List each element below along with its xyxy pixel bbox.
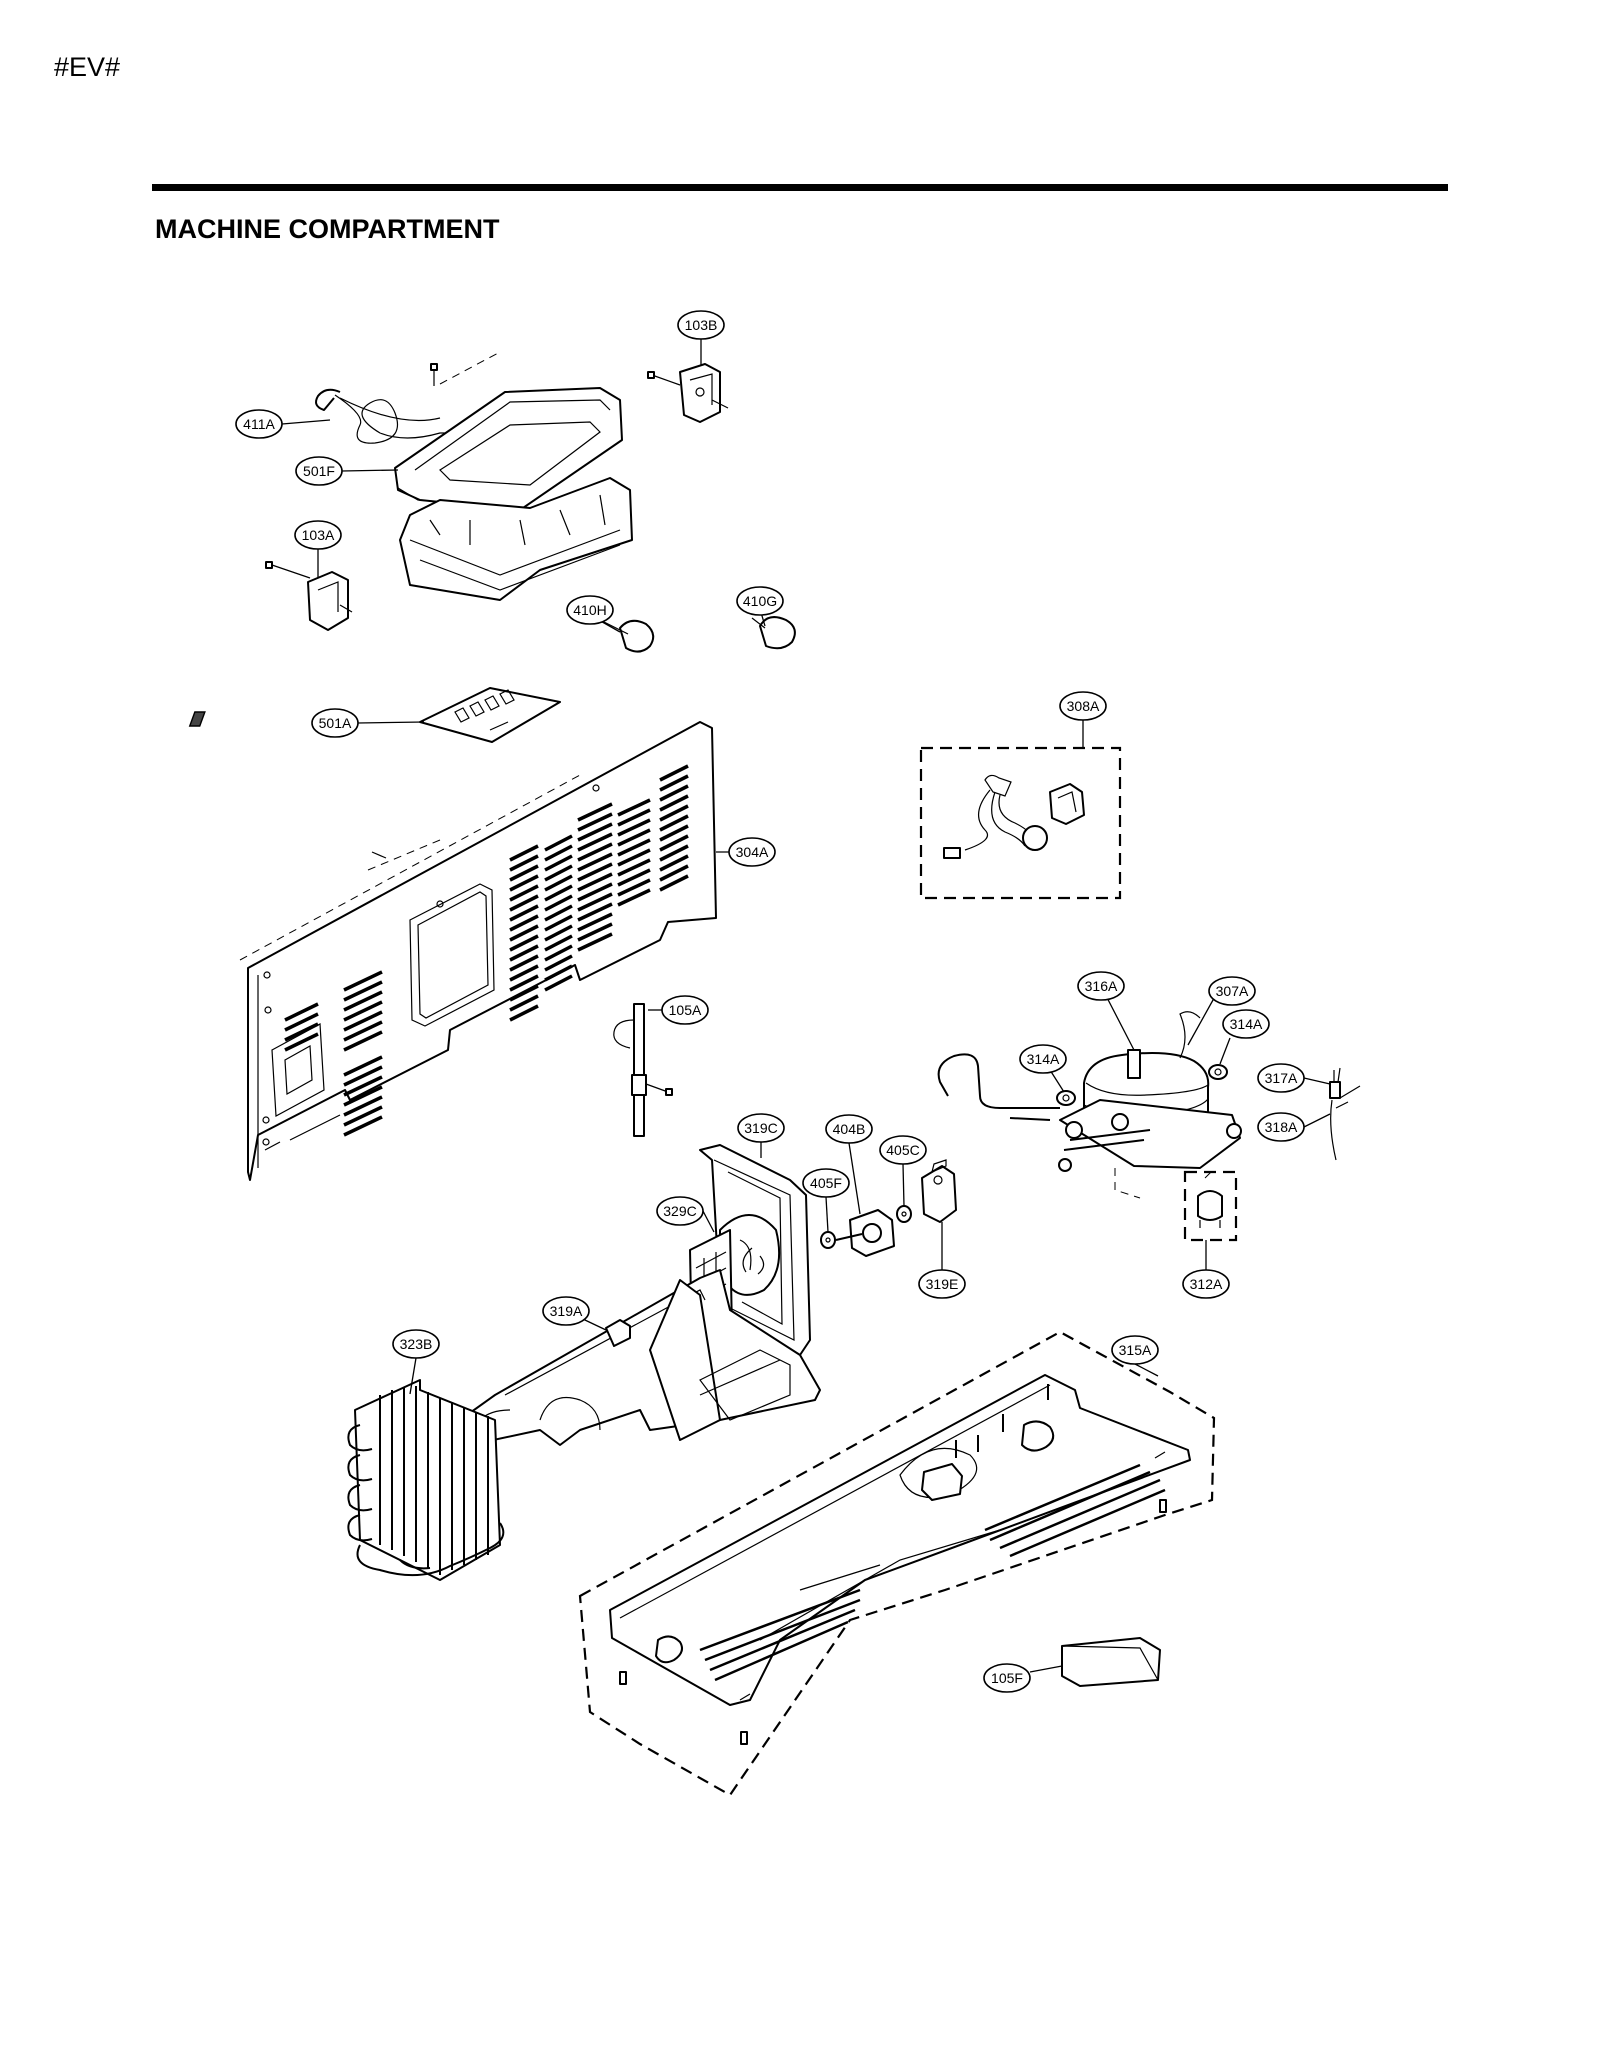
callout-317a: 317A <box>1257 1063 1305 1093</box>
callout-319e: 319E <box>918 1269 966 1299</box>
fan-housing-319a-part <box>459 1269 821 1446</box>
callout-329c: 329C <box>656 1196 704 1226</box>
callout-label: 323B <box>400 1336 433 1352</box>
callout-314a-left: 314A <box>1019 1044 1067 1074</box>
callout-319c: 319C <box>737 1113 785 1143</box>
callout-304a: 304A <box>728 837 776 867</box>
callout-501f: 501F <box>295 456 343 486</box>
fan-motor-404b-part <box>835 1209 895 1257</box>
callout-label: 314A <box>1230 1016 1263 1032</box>
callout-label: 319A <box>550 1303 583 1319</box>
callout-105a: 105A <box>661 995 709 1025</box>
callout-label: 103A <box>302 527 335 543</box>
callout-316a: 316A <box>1077 971 1125 1001</box>
callout-label: 410G <box>743 593 777 609</box>
condenser-323b-part <box>347 1379 505 1581</box>
callout-103a: 103A <box>294 520 342 550</box>
callout-label: 315A <box>1119 1342 1152 1358</box>
header-rule <box>152 184 1448 191</box>
callout-105f: 105F <box>983 1663 1031 1693</box>
callout-label: 316A <box>1085 978 1118 994</box>
callout-315a: 315A <box>1111 1335 1159 1365</box>
callout-318a: 318A <box>1257 1112 1305 1142</box>
callout-label: 317A <box>1265 1070 1298 1086</box>
screw-top <box>430 351 501 386</box>
callout-411a: 411A <box>235 409 283 439</box>
callout-label: 314A <box>1027 1051 1060 1067</box>
power-cord-part <box>315 388 460 444</box>
callout-label: 308A <box>1067 698 1100 714</box>
page-title: MACHINE COMPARTMENT <box>155 214 500 244</box>
callout-501a: 501A <box>311 708 359 738</box>
grommet-314a-left-part <box>1056 1090 1076 1106</box>
tube-105a-part <box>613 1003 673 1137</box>
callout-label: 304A <box>736 844 769 860</box>
callout-label: 105F <box>991 1670 1023 1686</box>
lamp-410g-part <box>751 616 796 650</box>
callout-label: 404B <box>833 1121 866 1137</box>
washer-405c-part <box>896 1205 912 1223</box>
callout-label: 501A <box>319 715 352 731</box>
bracket-103a-part <box>265 561 353 631</box>
washer-405f-part <box>820 1231 836 1249</box>
callout-308a: 308A <box>1059 691 1107 721</box>
callout-label: 411A <box>243 416 275 432</box>
pcb-501a-part <box>188 687 561 743</box>
control-box-cover-part <box>394 387 633 601</box>
callout-label: 329C <box>663 1203 696 1219</box>
diagram-code: #EV# <box>54 52 121 82</box>
bracket-319e-part <box>921 1159 957 1223</box>
callout-103b: 103B <box>677 310 725 340</box>
overload-kit-308a-part <box>919 746 1122 900</box>
callout-label: 312A <box>1190 1276 1223 1292</box>
part-105f-part <box>1061 1637 1161 1687</box>
callout-label: 318A <box>1265 1119 1298 1135</box>
part-312a-box <box>1183 1170 1238 1242</box>
callout-307a: 307A <box>1208 976 1256 1006</box>
callout-label: 405C <box>886 1142 919 1158</box>
valve-317a-318a-part <box>1329 1067 1361 1161</box>
grommet-314a-right-part <box>1208 1064 1228 1080</box>
callout-323b: 323B <box>392 1329 440 1359</box>
lamp-410h-part <box>599 619 655 653</box>
compressor-307a-part <box>937 1011 1242 1199</box>
base-plate-315a-part <box>578 1330 1216 1797</box>
callout-314a-right: 314A <box>1222 1009 1270 1039</box>
callout-label: 501F <box>303 463 335 479</box>
bracket-103b-part <box>647 363 729 423</box>
callout-label: 410H <box>573 602 606 618</box>
callout-label: 307A <box>1216 983 1249 999</box>
callout-312a: 312A <box>1182 1269 1230 1299</box>
callout-label: 105A <box>669 1002 702 1018</box>
back-panel-304a-part <box>239 721 717 1181</box>
callout-319a: 319A <box>542 1296 590 1326</box>
callout-label: 405F <box>810 1175 842 1191</box>
callout-405f: 405F <box>802 1168 850 1198</box>
callout-label: 319E <box>926 1276 959 1292</box>
callout-410h: 410H <box>566 595 614 625</box>
callout-410g: 410G <box>736 586 784 616</box>
callout-405c: 405C <box>879 1135 927 1165</box>
callout-label: 103B <box>685 317 718 333</box>
callout-label: 319C <box>744 1120 777 1136</box>
callout-404b: 404B <box>825 1114 873 1144</box>
